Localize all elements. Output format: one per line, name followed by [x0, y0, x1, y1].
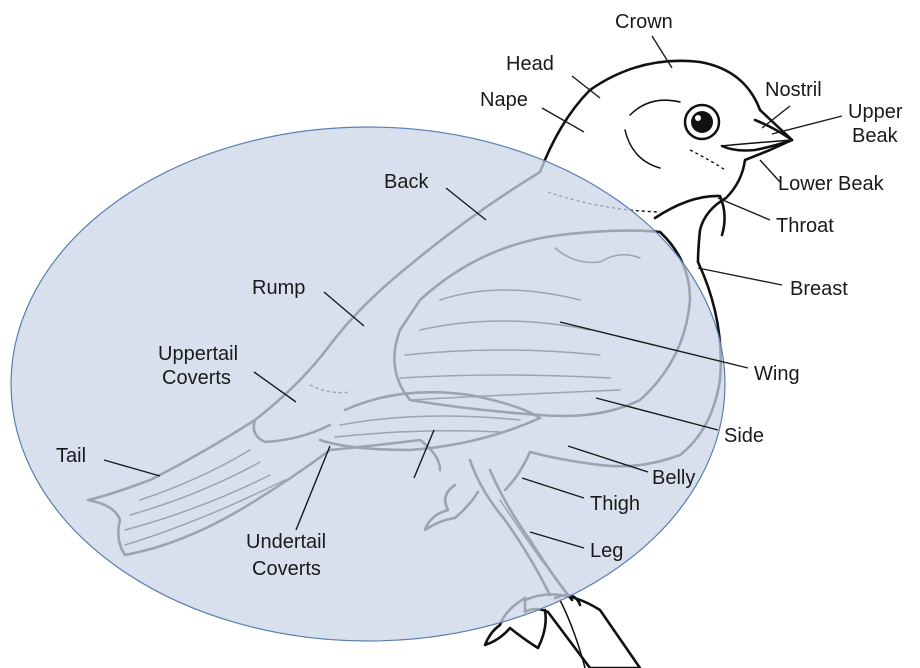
label-uppertail-coverts-line1: Uppertail [158, 343, 238, 365]
leader-lower-beak [760, 160, 780, 182]
leader-nape [542, 108, 584, 132]
label-tail: Tail [56, 445, 86, 467]
label-upper-beak-line2: Beak [852, 125, 899, 147]
label-thigh: Thigh [590, 493, 640, 515]
leader-breast [698, 268, 782, 285]
highlight-ellipse [11, 127, 725, 641]
label-breast: Breast [790, 278, 848, 300]
eye-pupil [691, 111, 713, 133]
label-undertail-coverts-line2: Coverts [252, 558, 321, 580]
label-uppertail-coverts-line2: Coverts [162, 367, 231, 389]
label-wing: Wing [754, 363, 800, 385]
label-back: Back [384, 171, 429, 193]
label-head: Head [506, 53, 554, 75]
label-nape: Nape [480, 89, 528, 111]
label-nostril: Nostril [765, 79, 822, 101]
label-leg: Leg [590, 540, 623, 562]
label-throat: Throat [776, 215, 834, 237]
label-upper-beak-line1: Upper [848, 101, 903, 123]
label-crown: Crown [615, 11, 673, 33]
label-rump: Rump [252, 277, 305, 299]
leader-upper-beak [772, 116, 842, 134]
label-undertail-coverts-line1: Undertail [246, 531, 326, 553]
label-belly: Belly [652, 467, 695, 489]
label-side: Side [724, 425, 764, 447]
label-lower-beak: Lower Beak [778, 173, 885, 195]
